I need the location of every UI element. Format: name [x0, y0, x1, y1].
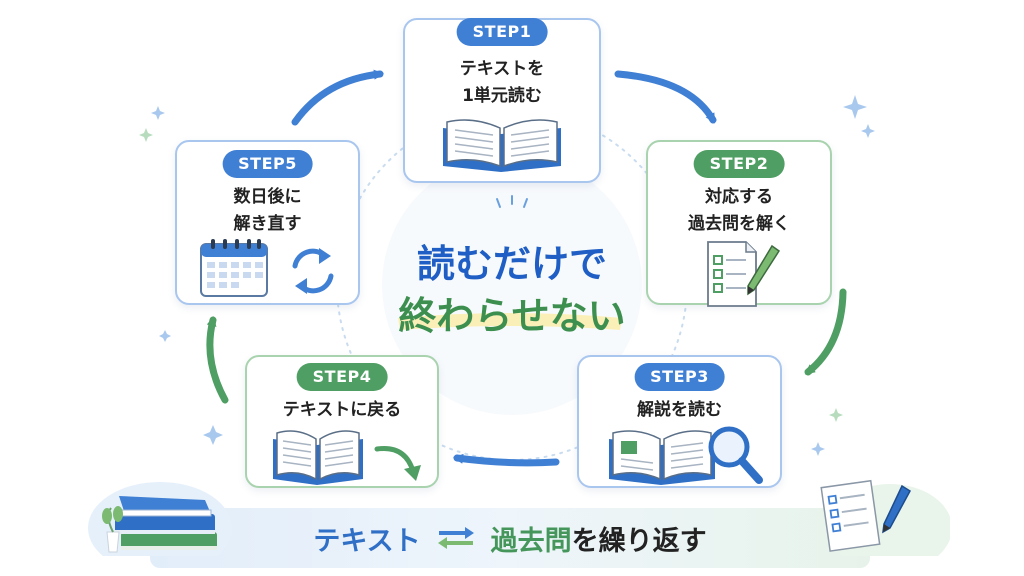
step4-title: テキストに戻る [282, 400, 402, 420]
step1-title: テキストを 1単元読む [459, 59, 545, 106]
arrow-step1-to-step2 [614, 70, 717, 124]
step2-title: 対応する 過去問を解く [688, 187, 790, 234]
step1-badge: STEP1 [456, 18, 548, 46]
step5-badge: STEP5 [222, 150, 313, 178]
center-line1: 読むだけで [416, 242, 607, 286]
stacked-books-illustration [88, 482, 232, 556]
arrow-step2-to-step3 [804, 288, 847, 376]
center-line2: 終わらせない [398, 294, 626, 338]
banner-text-repeat: を繰り返す [571, 525, 707, 557]
step3-card: STEP3 解説を読む [577, 355, 782, 488]
step2-badge: STEP2 [693, 150, 785, 178]
documents-pencil-illustration [820, 479, 950, 556]
arrow-step4-to-step5 [206, 316, 229, 404]
arrow-step5-to-step1 [291, 69, 384, 126]
swap-arrows-icon [437, 527, 474, 549]
step5-title: 数日後に 解き直す [233, 187, 302, 234]
book-magnifier-icon [609, 426, 763, 485]
book-return-arrow-icon [273, 430, 421, 485]
banner-text-past-exam: 過去問 [490, 525, 572, 557]
step4-badge: STEP4 [296, 363, 388, 391]
step2-card: STEP2 対応する 過去問を解く [646, 140, 832, 307]
calendar-refresh-icon [200, 239, 334, 297]
open-book-icon [443, 119, 561, 172]
checklist-pencil-icon [707, 241, 781, 307]
sparkle-icon [151, 95, 875, 456]
arrow-step3-to-step4 [453, 453, 560, 467]
step4-card: STEP4 テキストに戻る [245, 355, 439, 488]
step3-title: 解説を読む [637, 400, 722, 420]
banner-text-textbook: テキスト [313, 525, 421, 557]
step5-card: STEP5 数日後に 解き直す [175, 140, 360, 305]
step1-card: STEP1 テキストを 1単元読む [403, 18, 601, 183]
bottom-banner: テキスト 過去問 を繰り返す [150, 508, 870, 568]
step3-badge: STEP3 [634, 363, 725, 391]
center-slogan: 読むだけで 終わらせない [362, 225, 662, 345]
